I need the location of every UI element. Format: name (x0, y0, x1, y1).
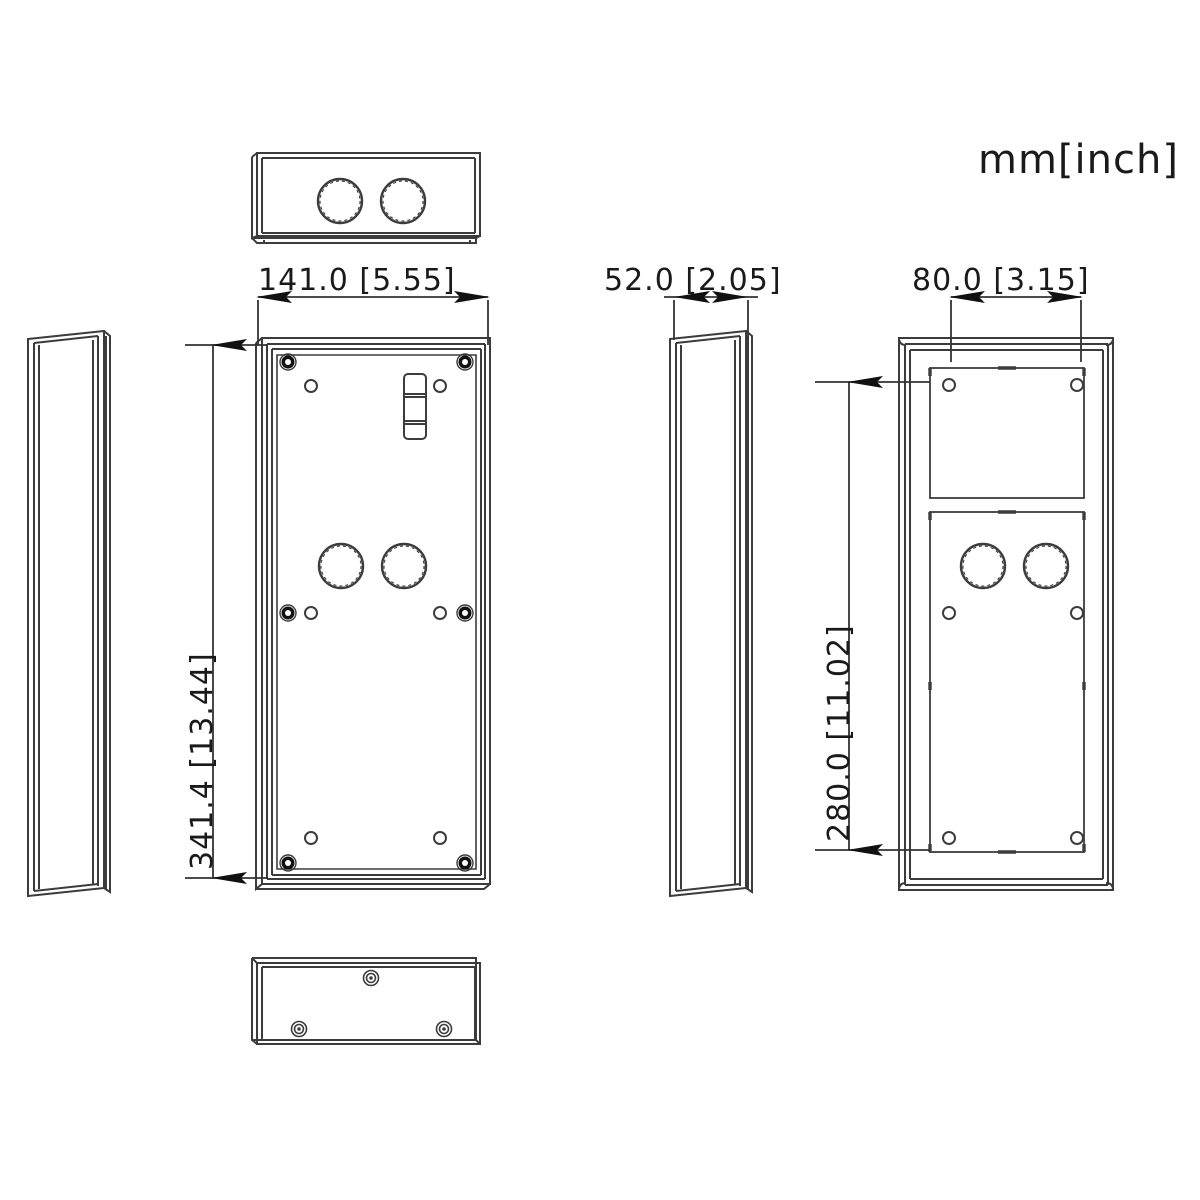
front-view-slot (403, 373, 427, 440)
front-view (255, 337, 491, 892)
units-label: mm[inch] (978, 137, 1179, 183)
bottom-view-screws (290, 969, 453, 1038)
front-view-corner-screws (279, 353, 474, 872)
front-view-knockouts (317, 542, 428, 590)
dimension-line-width-front (256, 291, 490, 345)
dimension-label-height-inner: 280.0 [11.02] (822, 624, 857, 842)
dimension-label-width-inner: 80.0 [3.15] (912, 263, 1090, 298)
dimension-label-width-front: 141.0 [5.55] (258, 263, 456, 298)
right-side-view (669, 329, 753, 898)
dimension-line-height-front (185, 339, 268, 884)
rear-view-lower-panel (928, 510, 1086, 854)
bottom-view (251, 957, 481, 1045)
top-view (251, 152, 481, 244)
dimension-line-height-inner (815, 376, 930, 856)
rear-view (898, 337, 1114, 891)
left-side-view (27, 329, 111, 898)
front-view-pilot-holes (304, 379, 447, 845)
rear-view-upper-panel (928, 366, 1086, 499)
dimension-label-height-front: 341.4 [13.44] (185, 652, 220, 870)
dimension-line-width-inner (949, 291, 1083, 362)
dimension-line-depth-side (664, 291, 758, 340)
dimension-label-depth-side: 52.0 [2.05] (604, 263, 782, 298)
